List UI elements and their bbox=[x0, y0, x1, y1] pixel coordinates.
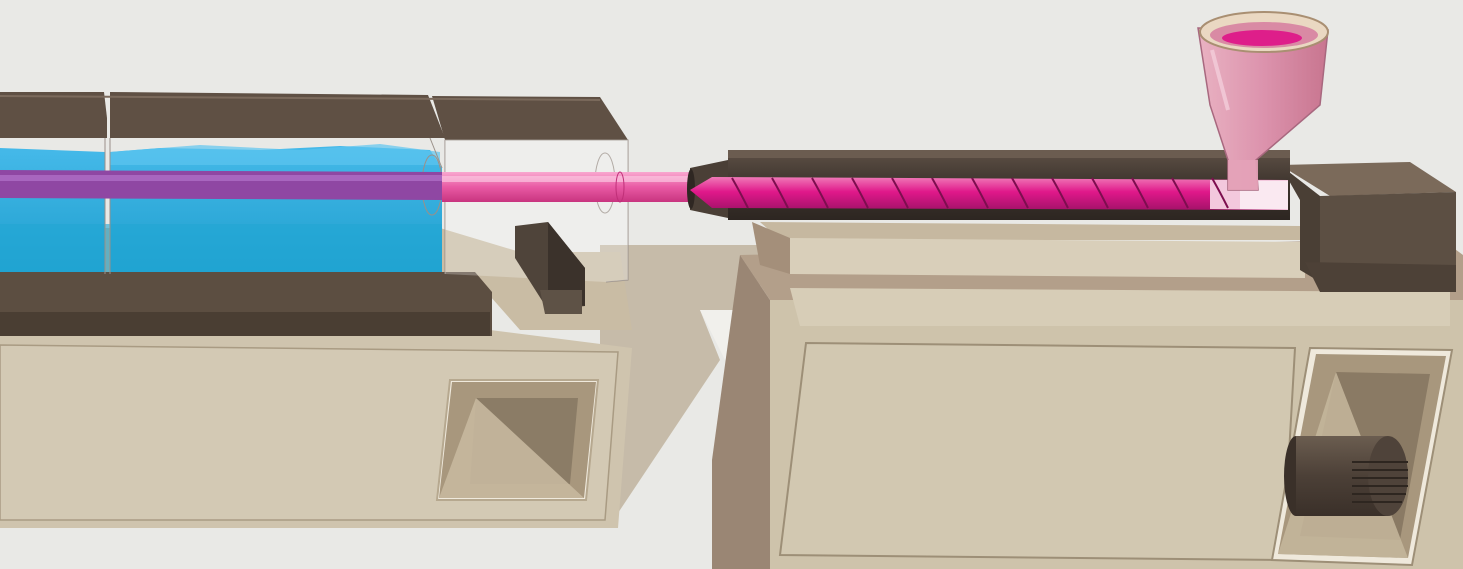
extruder-deck-3 bbox=[760, 222, 1300, 240]
extruder-deck-4 bbox=[790, 238, 1305, 278]
extruder-unit bbox=[687, 12, 1463, 569]
extrudate-in-water-highlight bbox=[0, 175, 442, 181]
drive-motor-icon bbox=[1284, 436, 1408, 516]
gear-housing-foot bbox=[1305, 262, 1456, 292]
extruder-panel bbox=[780, 343, 1295, 560]
extrudate-in-water bbox=[0, 170, 442, 200]
tank-roof-3 bbox=[432, 96, 628, 140]
extrudate-tube-highlight bbox=[442, 176, 690, 182]
cooling-bath-unit bbox=[0, 92, 760, 528]
water-lower bbox=[0, 224, 442, 272]
water-surface bbox=[110, 144, 440, 165]
barrel-top-highlight bbox=[728, 150, 1290, 158]
deck-bracket-foot bbox=[540, 290, 582, 314]
tank-roof-1 bbox=[0, 92, 107, 138]
extruder-deck-2 bbox=[790, 288, 1450, 326]
bath-base-slab-front bbox=[0, 312, 490, 336]
